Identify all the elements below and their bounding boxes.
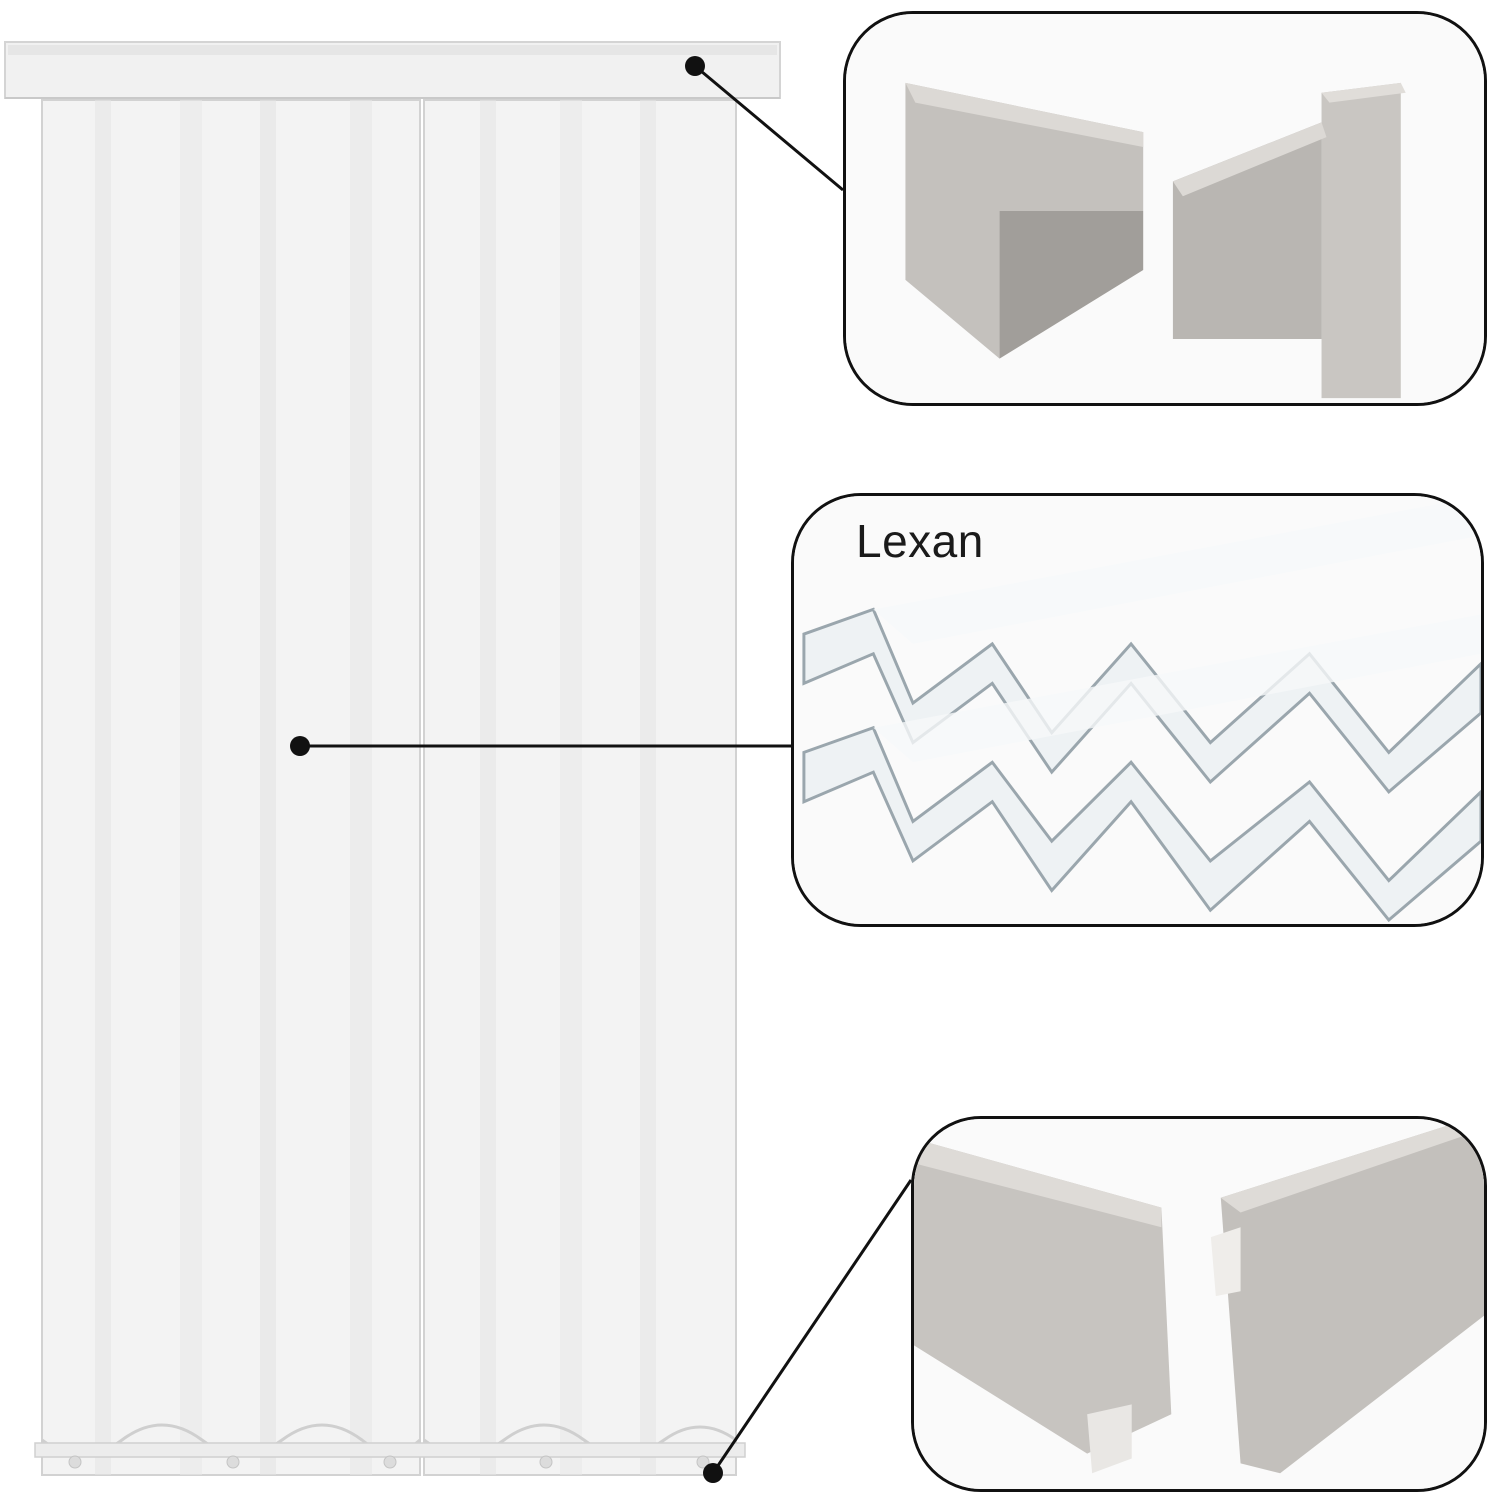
top-rail-profile-icon	[846, 14, 1484, 403]
bottom-rail-profile-icon	[914, 1119, 1484, 1489]
lexan-inset: Lexan	[791, 493, 1484, 927]
bottom-rail-inset	[911, 1116, 1487, 1492]
lexan-label: Lexan	[856, 515, 984, 567]
corrugated-lexan-panel-icon	[794, 496, 1481, 924]
top-rail-inset	[843, 11, 1487, 406]
